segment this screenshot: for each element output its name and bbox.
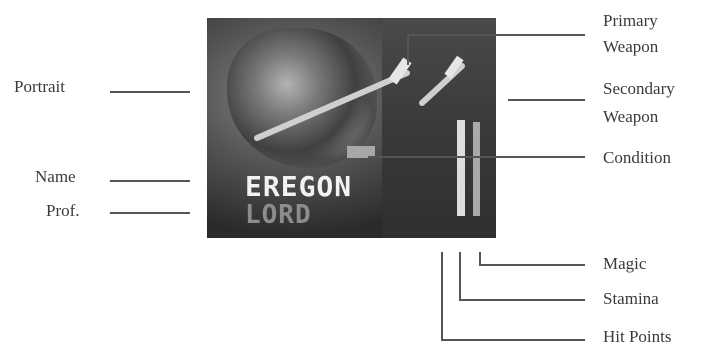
label-name: Name <box>35 167 76 186</box>
hero-profession: LORD <box>245 200 312 230</box>
secondary-weapon-icon[interactable] <box>419 55 465 106</box>
label-primary-weapon-line1: Primary <box>603 11 658 30</box>
label-secondary-weapon-line2: Weapon <box>603 107 659 126</box>
condition-indicator <box>347 146 375 158</box>
label-primary-weapon-line2: Weapon <box>603 37 659 56</box>
label-portrait: Portrait <box>14 77 65 96</box>
label-prof: Prof. <box>46 201 80 220</box>
label-secondary-weapon-line1: Secondary <box>603 79 675 98</box>
label-condition: Condition <box>603 148 672 167</box>
label-magic: Magic <box>603 254 647 273</box>
label-stamina: Stamina <box>603 289 659 308</box>
hero-name: EREGON <box>245 170 353 203</box>
weapons-overlay <box>254 55 480 216</box>
primary-weapon-icon[interactable] <box>254 57 412 141</box>
hit-points-bar <box>457 120 465 216</box>
character-panel[interactable]: EREGON LORD <box>207 18 496 238</box>
label-hit-points: Hit Points <box>603 327 672 346</box>
stamina-bar <box>473 122 480 216</box>
